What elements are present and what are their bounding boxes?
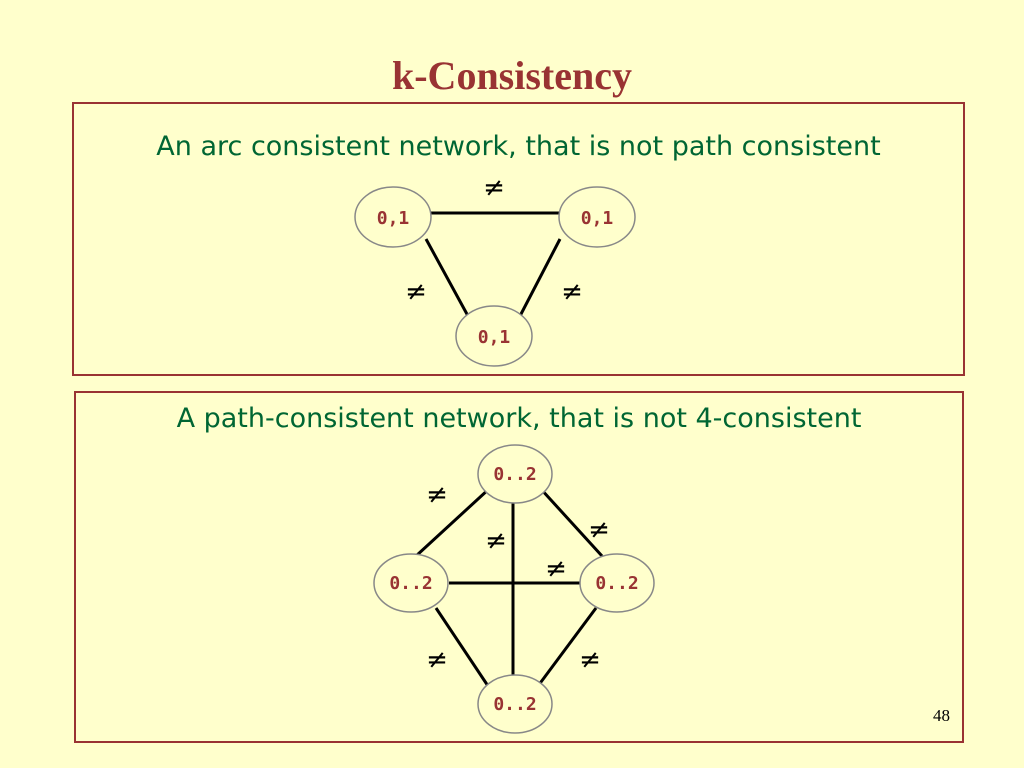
graph2-edge-left-bottom [434,607,490,687]
graph2-node-top-circle [477,444,553,504]
graph2-node-bottom: 0..2 [477,674,553,734]
graph2-node-top-label: 0..2 [493,464,536,485]
graph1-node-n2: 0,1 [558,186,636,248]
graph1-node-n2-circle [558,186,636,248]
graph2-node-left-circle [373,553,449,613]
graph1-node-n1: 0,1 [354,186,432,248]
graph1-node-n3-circle [455,305,533,367]
path-consistent-panel: A path-consistent network, that is not 4… [74,391,964,743]
graph2-node-right: 0..2 [579,553,655,613]
page-number: 48 [933,706,950,725]
graph2-edge-label-left-right: ≠ [545,554,567,584]
graph1-edge-n2-n3 [518,238,562,317]
graph2-edge-label-right-bottom: ≠ [579,645,601,675]
graph2-node-top: 0..2 [477,444,553,504]
graph1-edge-label-n2-n3: ≠ [561,277,583,307]
path-consistent-caption: A path-consistent network, that is not 4… [176,403,862,434]
graph1-edge-label-n1-n2: ≠ [483,173,505,203]
graph2-node-bottom-circle [477,674,553,734]
graph2-node-bottom-label: 0..2 [493,694,536,715]
graph2-edge-top-left [414,486,492,558]
graph1-node-n1-label: 0,1 [377,208,410,229]
graph1-node-n1-circle [354,186,432,248]
graph2-node-right-label: 0..2 [595,573,638,594]
graph1-node-n2-label: 0,1 [581,208,614,229]
graph2-edge-top-right [538,486,604,558]
graph2-node-left-label: 0..2 [389,573,432,594]
graph2-node-left: 0..2 [373,553,449,613]
graph1-node-n3: 0,1 [455,305,533,367]
graph2-edge-right-bottom [536,607,598,687]
graph1-node-n3-label: 0,1 [478,327,511,348]
graph1-edge-label-n1-n3: ≠ [405,277,427,307]
slide-title: k-Consistency [391,53,633,98]
graph2-edge-label-top-left: ≠ [426,480,448,510]
arc-consistent-caption: An arc consistent network, that is not p… [156,131,881,162]
graph2-edge-label-top-right: ≠ [588,515,610,545]
graph1-edge-n1-n3 [424,238,470,317]
graph2-edge-label-top-bottom: ≠ [485,526,507,556]
graph2-node-right-circle [579,553,655,613]
graph2-edge-label-left-bottom: ≠ [426,645,448,675]
arc-consistent-panel: An arc consistent network, that is not p… [72,102,965,376]
